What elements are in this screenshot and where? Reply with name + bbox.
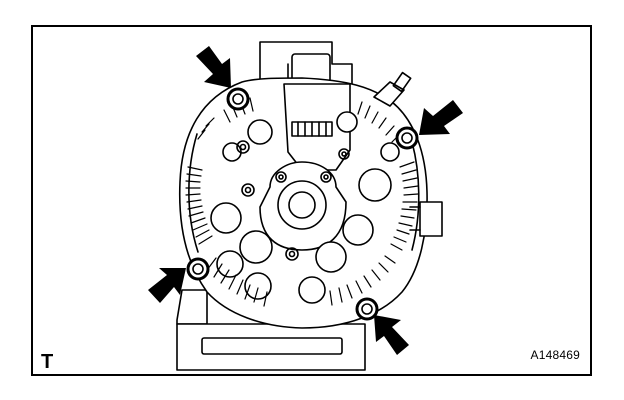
side-connector [409,201,443,237]
figure-code: A148469 [530,348,580,362]
small-screws [236,140,350,261]
regulator-block [283,83,351,171]
arrow-icon [148,46,463,355]
rectifier-diodes [210,111,400,304]
cooling-fins [185,97,419,307]
view-marker: T [41,351,54,373]
bottom-bracket [176,289,366,371]
bolt-icon [186,87,419,321]
rear-bearing-hub [259,161,347,251]
alternator-illustration [148,41,463,371]
figure-frame: T A148469 [31,25,592,376]
b-terminal [373,71,412,107]
